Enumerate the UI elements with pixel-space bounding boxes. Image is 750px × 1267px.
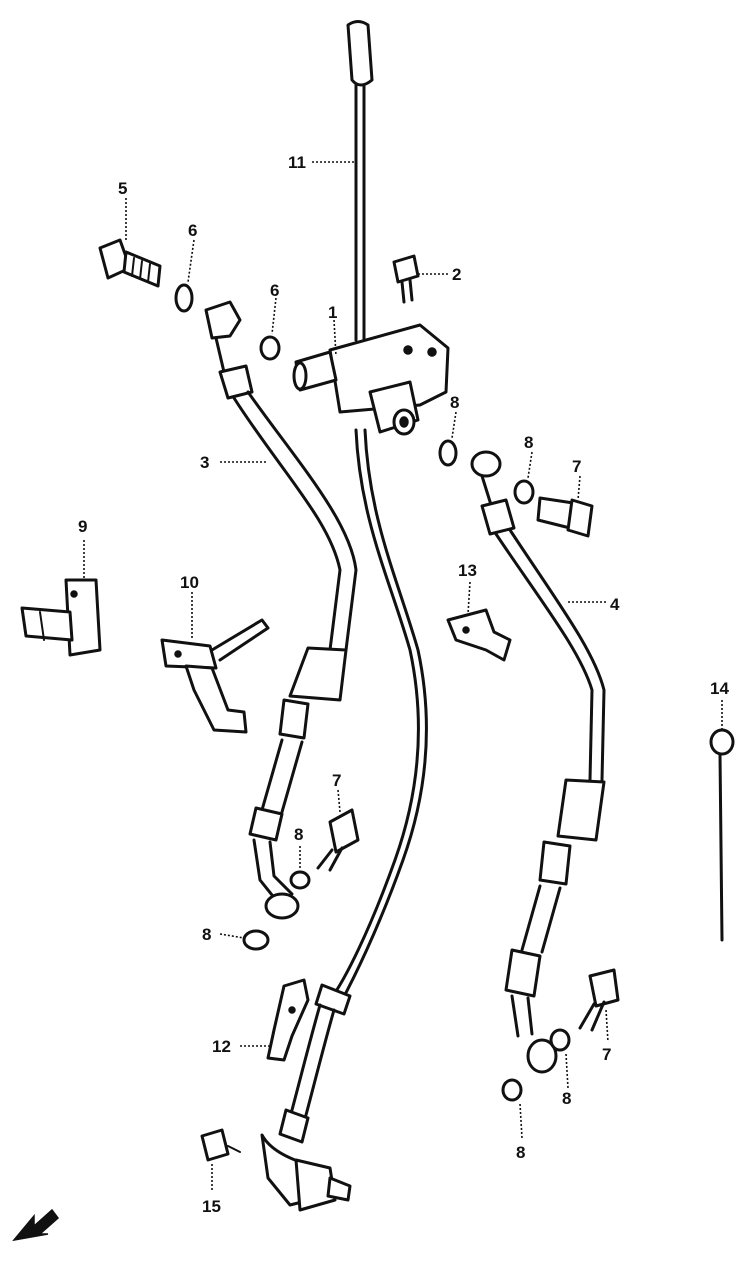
bracket-10 xyxy=(160,618,270,734)
callout-7-lower: 7 xyxy=(602,1045,611,1064)
callout-labels: 11 2 1 5 6 6 8 8 7 3 4 9 10 13 14 7 8 8 … xyxy=(78,153,729,1216)
callout-11: 11 xyxy=(288,153,306,172)
washer-8-junction xyxy=(438,439,458,467)
callout-3: 3 xyxy=(200,453,209,472)
callout-8-middle: 8 xyxy=(294,825,303,844)
clamp-9 xyxy=(20,578,102,657)
bolt-7-middle xyxy=(316,808,360,872)
junction-block xyxy=(292,323,450,436)
callout-14: 14 xyxy=(710,679,729,698)
washer-8-bottom xyxy=(501,1078,523,1102)
cable-assembly xyxy=(260,20,428,1212)
callout-6-left: 6 xyxy=(188,221,197,240)
bolt-2 xyxy=(392,254,420,304)
washer-8-left xyxy=(242,929,270,951)
callout-15: 15 xyxy=(202,1197,221,1216)
callout-1: 1 xyxy=(328,303,337,322)
callout-10: 10 xyxy=(180,573,199,592)
callout-8-junction: 8 xyxy=(450,393,459,412)
callout-8-bottom: 8 xyxy=(516,1143,525,1162)
washer-6-center xyxy=(259,335,281,361)
callout-7-upper: 7 xyxy=(572,457,581,476)
callout-7-middle: 7 xyxy=(332,771,341,790)
bolt-7-upper xyxy=(536,496,594,538)
callout-4: 4 xyxy=(610,595,620,614)
brake-hose-4 xyxy=(470,450,606,1074)
callout-8-right: 8 xyxy=(524,433,533,452)
bolt-15 xyxy=(200,1128,241,1162)
washer-8-right xyxy=(513,479,535,505)
callout-8-left: 8 xyxy=(202,925,211,944)
callout-2: 2 xyxy=(452,265,461,284)
leader-lines xyxy=(83,161,723,1192)
banjo-bolt-5 xyxy=(98,238,162,288)
callout-6-center: 6 xyxy=(270,281,279,300)
guide-12 xyxy=(266,978,310,1062)
washer-6-left xyxy=(174,283,194,313)
callout-12: 12 xyxy=(212,1037,231,1056)
brake-hose-3 xyxy=(204,300,358,920)
callout-9: 9 xyxy=(78,517,87,536)
callout-13: 13 xyxy=(458,561,477,580)
washer-8-lower-right xyxy=(549,1028,571,1052)
bolt-7-lower xyxy=(578,968,620,1032)
bracket-13 xyxy=(446,608,512,662)
callout-5: 5 xyxy=(118,179,127,198)
front-direction-arrow-icon xyxy=(12,1208,60,1242)
cable-tie-14 xyxy=(709,728,735,942)
callout-8-lower-right: 8 xyxy=(562,1089,571,1108)
washer-8-middle xyxy=(289,870,311,890)
